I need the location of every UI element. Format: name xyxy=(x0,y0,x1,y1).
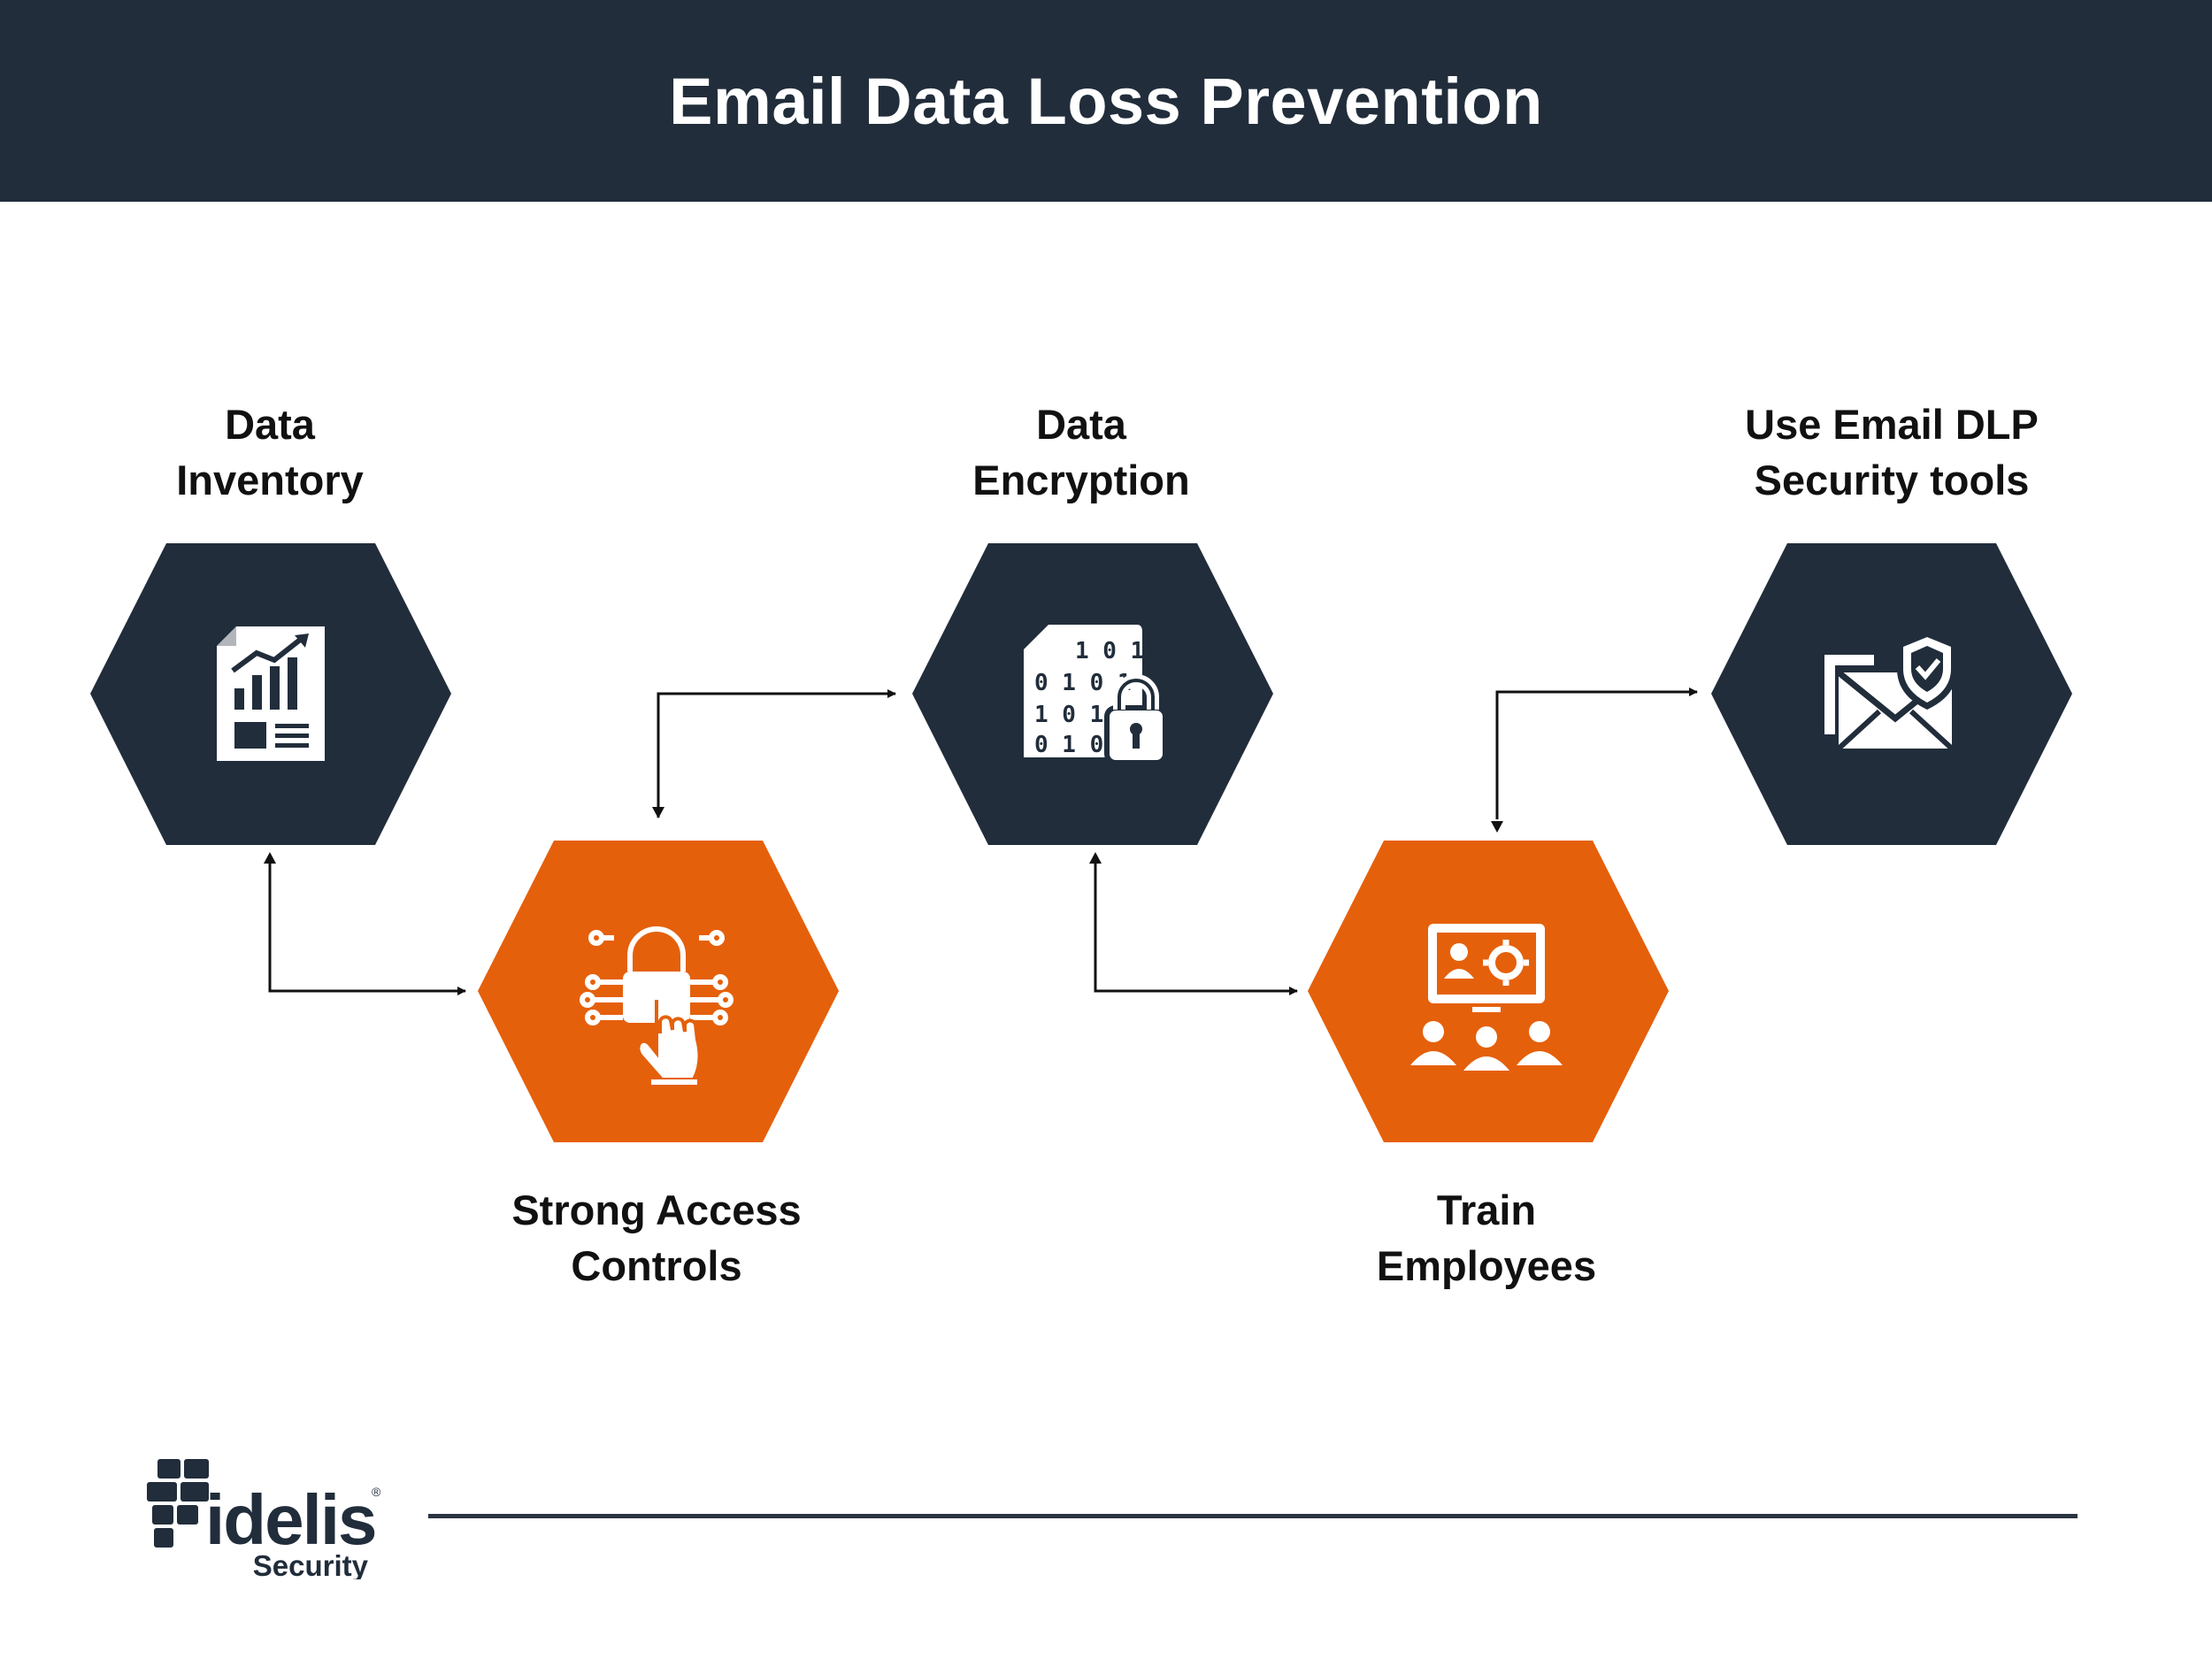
connector-train-arrowhead-down xyxy=(1491,821,1503,833)
label-train-employees-line1: Train xyxy=(1437,1187,1536,1233)
connector-train-to-dlp xyxy=(1495,687,1698,819)
fidelis-logo: idelis ® Security xyxy=(147,1459,381,1579)
binary-file-lock-icon: 1 0 1 0 1 0 1 0 1 0 1 0 0 1 0 xyxy=(1024,625,1168,765)
label-access-controls-line1: Strong Access xyxy=(511,1187,801,1233)
page-title: Email Data Loss Prevention xyxy=(669,64,1543,138)
logo-registered-mark: ® xyxy=(372,1485,381,1499)
connector-access-to-encryption xyxy=(657,689,896,818)
label-train-employees-line2: Employees xyxy=(1377,1242,1596,1289)
label-data-inventory-line2: Inventory xyxy=(176,457,364,503)
connector-inventory-arrowhead-up xyxy=(264,852,276,864)
label-data-inventory-line1: Data xyxy=(225,401,316,448)
label-access-controls-line2: Controls xyxy=(571,1242,741,1289)
label-data-encryption-line1: Data xyxy=(1036,401,1127,448)
email-shield-icon xyxy=(1824,630,1957,751)
logo-subtitle: Security xyxy=(253,1549,369,1579)
fingerprint-lock-circuit-icon xyxy=(580,926,733,1085)
connector-inventory-to-access xyxy=(268,856,466,995)
label-email-dlp-line2: Security tools xyxy=(1755,457,2030,503)
label-data-encryption-line2: Encryption xyxy=(972,457,1189,503)
footer-divider xyxy=(428,1514,2078,1518)
label-email-dlp-line1: Use Email DLP xyxy=(1745,401,2039,448)
report-chart-icon xyxy=(217,626,325,761)
connector-access-arrowhead-down xyxy=(652,807,664,818)
header-bar: Email Data Loss Prevention xyxy=(0,0,2212,202)
svg-text:1 0 1: 1 0 1 xyxy=(1075,638,1144,664)
training-presentation-icon xyxy=(1410,924,1563,1071)
svg-text:0 1 0: 0 1 0 xyxy=(1034,732,1103,758)
connector-encryption-arrowhead-up xyxy=(1089,852,1102,864)
connector-encryption-to-train xyxy=(1094,856,1298,995)
logo-wordmark: idelis xyxy=(205,1480,376,1559)
